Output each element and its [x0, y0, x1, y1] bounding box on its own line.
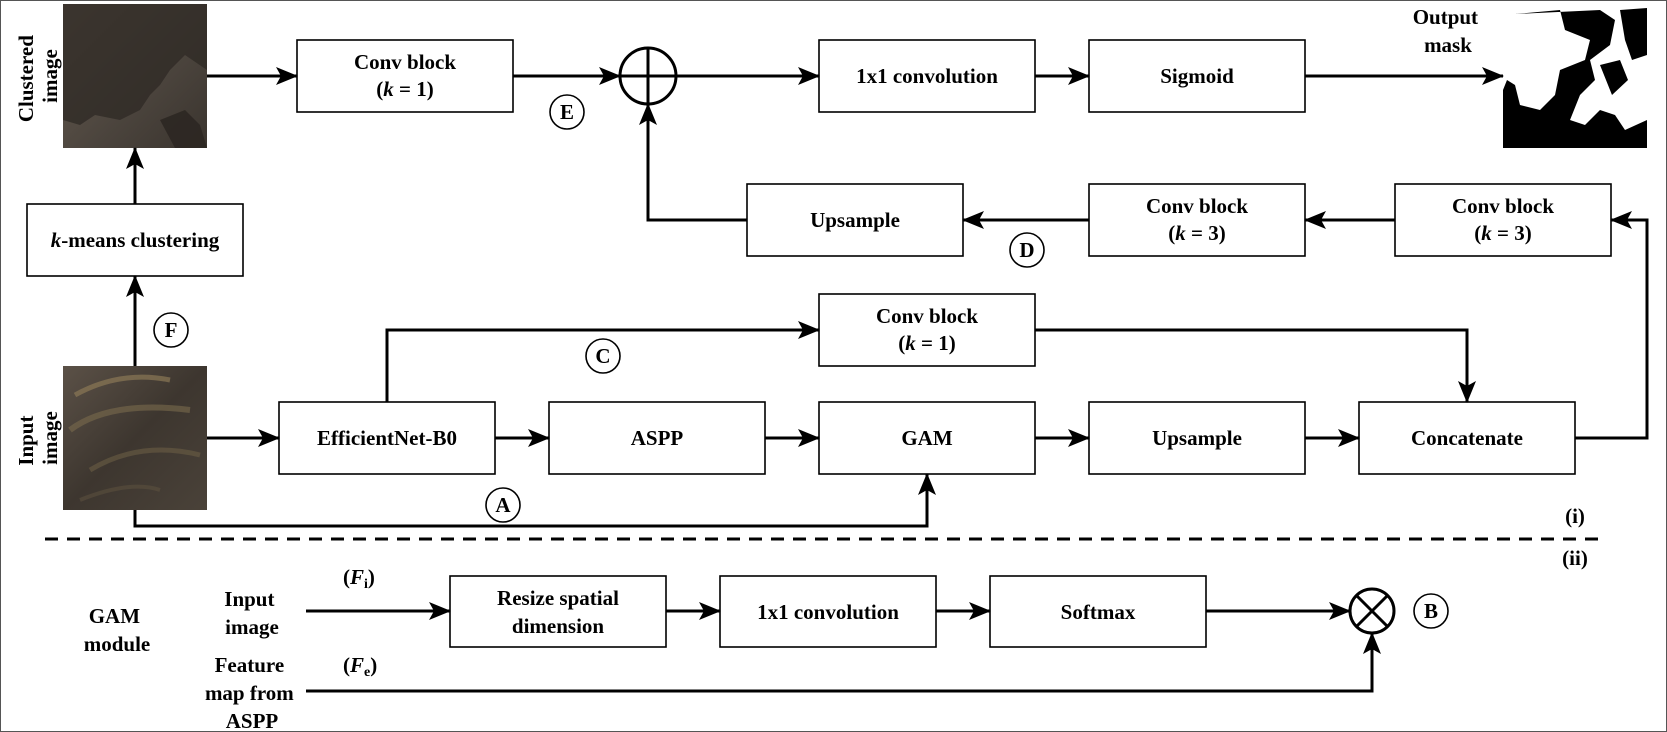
svg-text:(k = 3): (k = 3)	[1474, 221, 1531, 245]
multiply-operator	[1348, 587, 1396, 635]
arrow-upsample-to-add	[639, 103, 747, 222]
softmax-box: Softmax	[989, 575, 1207, 648]
arrow-input-to-gam	[133, 473, 936, 528]
conv-block-k1-top: Conv block (k = 1)	[296, 39, 514, 113]
gam-module-label: GAM module	[84, 604, 151, 656]
section-ii-label: (ii)	[1562, 546, 1588, 570]
gam-input-image-label: Input image	[224, 587, 279, 639]
svg-text:Softmax: Softmax	[1061, 600, 1136, 624]
svg-text:B: B	[1424, 599, 1438, 623]
svg-text:Conv block: Conv block	[876, 304, 978, 328]
concatenate-box: Concatenate	[1358, 401, 1576, 475]
svg-text:(k = 1): (k = 1)	[376, 77, 433, 101]
sigmoid-box: Sigmoid	[1088, 39, 1306, 113]
conv-block-k3-right: Conv block (k = 3)	[1394, 183, 1612, 257]
svg-text:C: C	[595, 344, 610, 368]
svg-text:Sigmoid: Sigmoid	[1160, 64, 1234, 88]
kmeans-box: k-means clustering	[26, 203, 244, 277]
svg-text:1x1 convolution: 1x1 convolution	[757, 600, 899, 624]
resize-box: Resize spatial dimension	[449, 575, 667, 648]
arrow-conv1-to-concat	[1035, 328, 1476, 403]
arrow-efficientnet-to-conv1	[385, 321, 820, 402]
svg-text:D: D	[1019, 238, 1034, 262]
conv-block-k3-d: Conv block (k = 3)	[1088, 183, 1306, 257]
gam-feature-map-label: Feature map from ASPP	[205, 653, 299, 732]
svg-text:Upsample: Upsample	[1152, 426, 1242, 450]
svg-text:(k = 3): (k = 3)	[1168, 221, 1225, 245]
svg-text:Conv block: Conv block	[354, 50, 456, 74]
svg-text:Conv block: Conv block	[1452, 194, 1554, 218]
svg-text:Resize spatial: Resize spatial	[497, 586, 619, 610]
svg-text:1x1 convolution: 1x1 convolution	[856, 64, 998, 88]
upsample-bottom-box: Upsample	[1088, 401, 1306, 475]
marker-c: C	[585, 338, 621, 374]
marker-b: B	[1413, 593, 1449, 629]
marker-f: F	[153, 312, 189, 348]
svg-text:(k = 1): (k = 1)	[898, 331, 955, 355]
conv1x1-top-box: 1x1 convolution	[818, 39, 1036, 113]
svg-text:Conv block: Conv block	[1146, 194, 1248, 218]
output-mask-image	[1503, 4, 1647, 148]
svg-text:E: E	[560, 100, 574, 124]
conv-block-k1-mid: Conv block (k = 1)	[818, 293, 1036, 367]
efficientnet-box: EfficientNet-B0	[278, 401, 496, 475]
marker-a: A	[485, 487, 521, 523]
arrow-fe-to-multiply	[306, 632, 1381, 693]
marker-e: E	[549, 94, 585, 130]
svg-text:A: A	[495, 493, 511, 517]
input-image-label: Input image	[14, 410, 62, 465]
add-operator	[618, 46, 678, 106]
clustered-image-label: Clustered image	[14, 30, 62, 122]
fi-label: (Fi)	[343, 565, 375, 592]
svg-text:dimension: dimension	[512, 614, 605, 638]
svg-text:EfficientNet-B0: EfficientNet-B0	[317, 426, 457, 450]
section-i-label: (i)	[1565, 504, 1585, 528]
conv1x1-bottom-box: 1x1 convolution	[719, 575, 937, 648]
input-image	[63, 366, 207, 510]
svg-text:Concatenate: Concatenate	[1411, 426, 1523, 450]
fe-label: (Fe)	[343, 653, 377, 680]
svg-text:Upsample: Upsample	[810, 208, 900, 232]
output-mask-label: Output mask	[1413, 5, 1484, 57]
arrow-concat-to-conv3right	[1575, 211, 1649, 440]
svg-text:k-means clustering: k-means clustering	[51, 228, 220, 252]
svg-text:GAM: GAM	[901, 426, 953, 450]
svg-text:F: F	[165, 318, 178, 342]
marker-d: D	[1009, 232, 1045, 268]
svg-text:ASPP: ASPP	[631, 426, 684, 450]
gam-box: GAM	[818, 401, 1036, 475]
clustered-image	[63, 4, 207, 148]
upsample-top-box: Upsample	[746, 183, 964, 257]
aspp-box: ASPP	[548, 401, 766, 475]
